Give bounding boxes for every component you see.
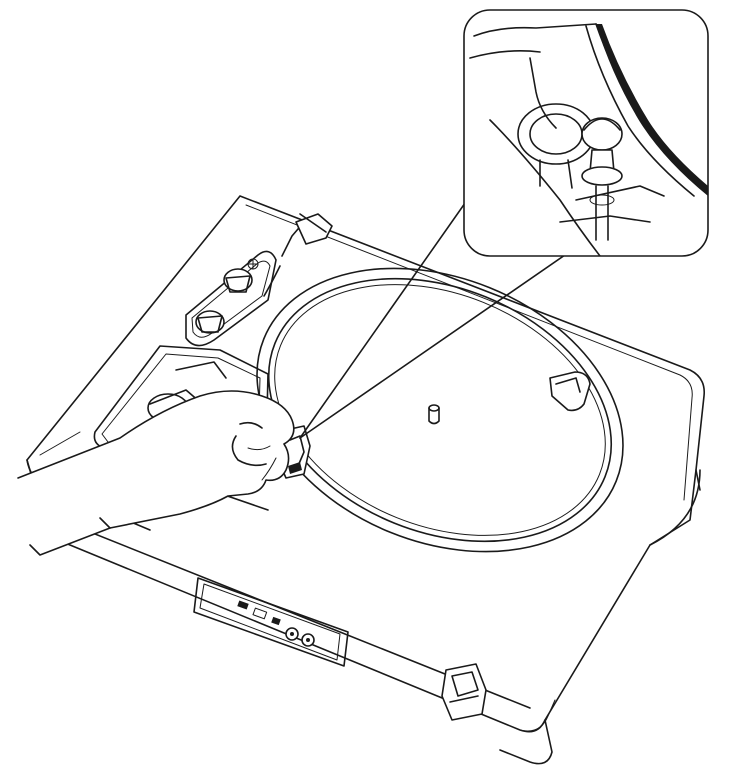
tonearm	[263, 213, 333, 297]
platter-slot	[549, 371, 591, 412]
control-knobs	[185, 250, 277, 347]
hand	[17, 390, 295, 556]
speed-symbol-icon	[247, 258, 259, 270]
rear-panel	[193, 577, 349, 667]
detail-callout	[463, 9, 709, 257]
spindle	[428, 404, 440, 425]
callout-pointer	[299, 195, 579, 439]
knob-upper	[223, 268, 253, 293]
knob-lower	[195, 310, 225, 334]
hinge	[441, 663, 487, 721]
platter	[256, 267, 624, 553]
headshell-screw	[581, 117, 623, 241]
